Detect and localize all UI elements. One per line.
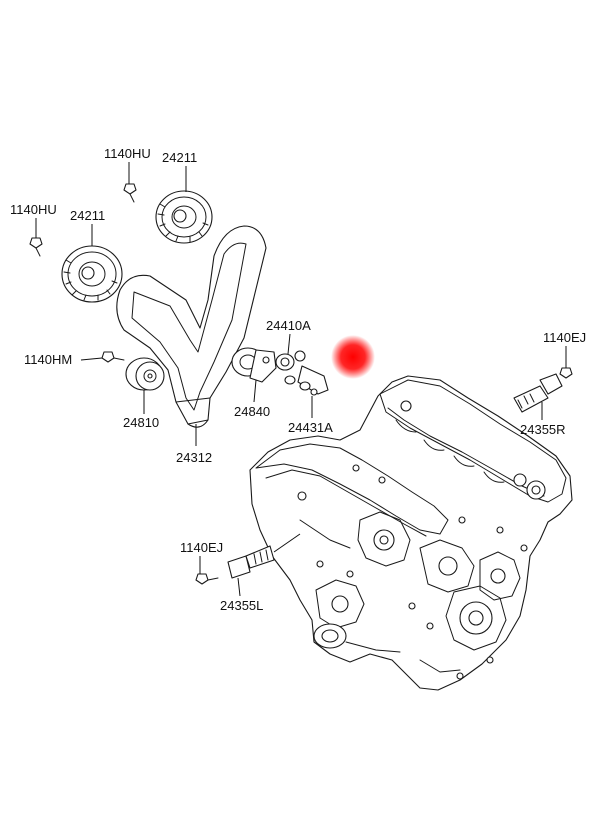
engine-block-drawing xyxy=(249,375,573,691)
label-1140EJ-right[interactable]: 1140EJ xyxy=(543,330,586,345)
label-24355L[interactable]: 24355L xyxy=(220,598,263,613)
bolt-drawings xyxy=(29,183,573,585)
label-24211-left[interactable]: 24211 xyxy=(70,208,105,223)
label-24410A[interactable]: 24410A xyxy=(266,318,311,333)
label-1140HU-left[interactable]: 1140HU xyxy=(10,202,57,217)
label-24810[interactable]: 24810 xyxy=(123,415,159,430)
label-24840[interactable]: 24840 xyxy=(234,404,270,419)
label-1140EJ-left[interactable]: 1140EJ xyxy=(180,540,223,555)
label-24431A[interactable]: 24431A xyxy=(288,420,333,435)
tensioner-pulley-drawing xyxy=(231,347,277,383)
label-24355R[interactable]: 24355R xyxy=(520,422,566,437)
label-1140HU-top[interactable]: 1140HU xyxy=(104,146,151,161)
part-labels: 1140HU 24211 1140HU 24211 1140HM 24810 2… xyxy=(10,146,586,613)
label-1140HM[interactable]: 1140HM xyxy=(24,352,72,367)
solenoid-right-drawing xyxy=(513,373,563,413)
solenoid-left-drawing xyxy=(227,545,275,579)
leader-lines xyxy=(35,162,567,597)
camshaft-sprocket-top-drawing xyxy=(155,190,213,244)
label-24211-top[interactable]: 24211 xyxy=(162,150,197,165)
camshaft-sprocket-left-drawing xyxy=(61,245,123,303)
timing-belt-drawing xyxy=(116,225,267,428)
label-24312[interactable]: 24312 xyxy=(176,450,212,465)
idler-pulley-drawing xyxy=(125,357,165,391)
tensioner-arm-drawing xyxy=(275,350,329,396)
red-dot-marker-icon[interactable] xyxy=(331,335,375,379)
